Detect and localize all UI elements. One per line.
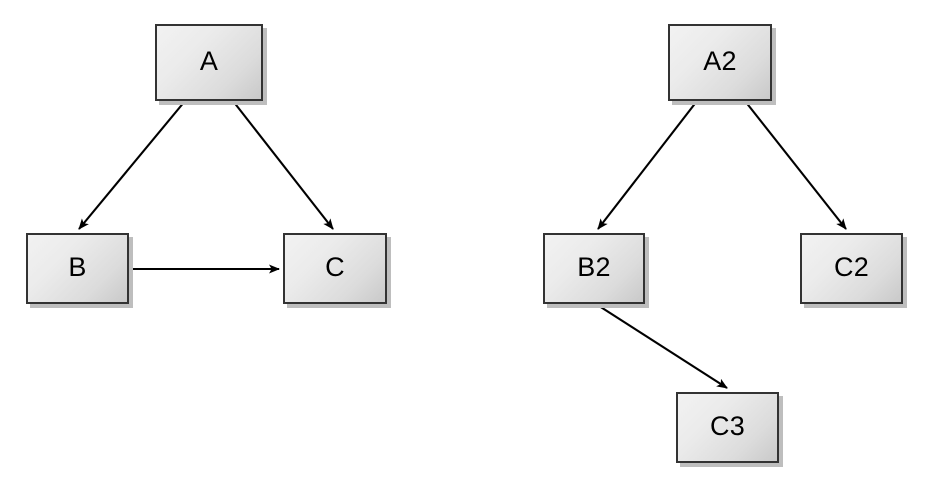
node-b2[interactable]: B2 — [543, 233, 645, 304]
edge-a2-to-c2 — [744, 100, 847, 230]
edge-a-to-c — [232, 100, 334, 230]
node-c2[interactable]: C2 — [800, 233, 903, 304]
edge-b2-to-c3 — [595, 303, 728, 389]
edge-a-to-b — [78, 100, 186, 230]
node-label-c3: C3 — [710, 411, 745, 441]
node-a[interactable]: A — [155, 24, 263, 101]
node-label-b2: B2 — [577, 252, 611, 282]
node-c[interactable]: C — [283, 233, 387, 304]
node-label-c: C — [325, 252, 345, 282]
node-b[interactable]: B — [26, 233, 129, 304]
node-c3[interactable]: C3 — [676, 392, 779, 463]
node-label-c2: C2 — [834, 252, 869, 282]
node-label-b: B — [68, 252, 87, 282]
node-label-a2: A2 — [703, 46, 737, 76]
edge-a2-to-b2 — [597, 100, 698, 230]
node-label-a: A — [199, 46, 219, 76]
node-a2[interactable]: A2 — [668, 24, 772, 101]
